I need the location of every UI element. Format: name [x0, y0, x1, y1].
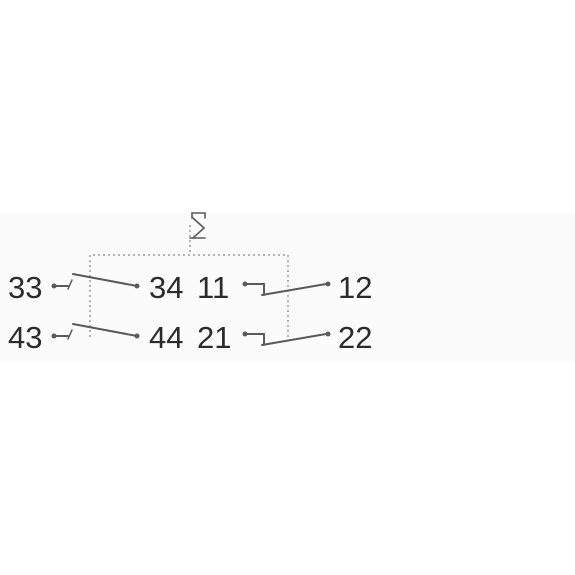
mechanical-linkage	[89, 225, 289, 337]
terminal-label-34: 34	[149, 270, 183, 305]
terminal-label-21: 21	[197, 320, 231, 355]
terminal-dot	[325, 281, 331, 287]
no-contact-33-34: 33 34	[8, 270, 183, 305]
terminal-dot	[134, 333, 140, 339]
terminal-label-43: 43	[8, 320, 42, 355]
terminal-dot	[325, 331, 331, 337]
no-contact-43-44: 43 44	[8, 320, 183, 355]
terminal-label-44: 44	[149, 320, 183, 355]
terminal-label-11: 11	[197, 270, 229, 305]
push-button-actuator-icon	[189, 212, 206, 239]
terminal-label-33: 33	[8, 270, 42, 305]
terminal-dot	[134, 283, 140, 289]
nc-contact-21-22: 21 22	[197, 320, 372, 355]
terminal-label-12: 12	[338, 270, 372, 305]
terminal-label-22: 22	[338, 320, 372, 355]
nc-contact-11-12: 11 12	[197, 270, 372, 305]
